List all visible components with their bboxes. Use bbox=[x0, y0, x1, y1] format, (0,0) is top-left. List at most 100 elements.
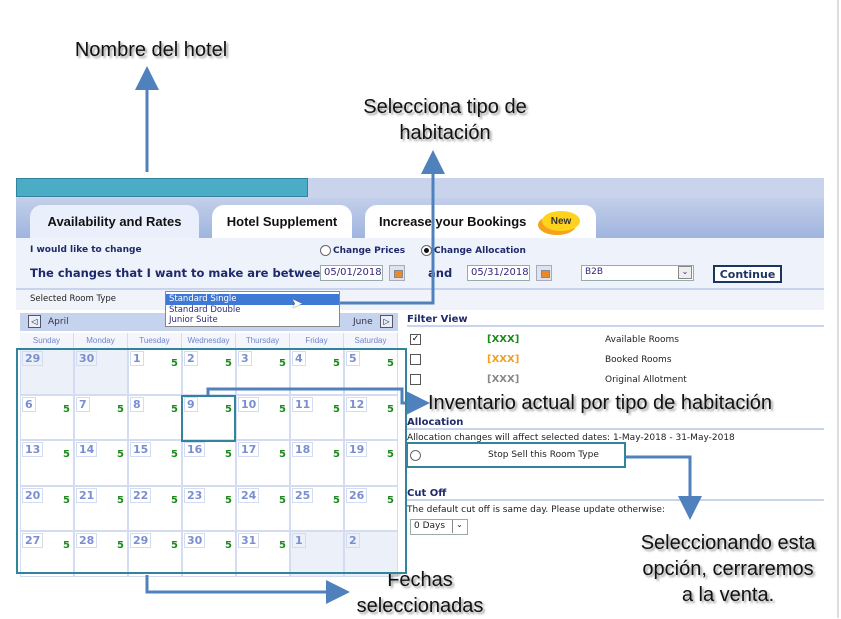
next-month-icon[interactable]: ▷ bbox=[380, 315, 393, 328]
prev-month-icon[interactable]: ◁ bbox=[28, 315, 41, 328]
day-header: Friday bbox=[290, 333, 344, 348]
room-option-standard-single[interactable]: Standard Single bbox=[166, 294, 339, 305]
change-prices-radio[interactable] bbox=[320, 245, 331, 256]
channel-select[interactable]: B2B⌄ bbox=[581, 265, 694, 281]
annotation-line: Inventario actual por bbox=[428, 392, 610, 414]
available-count: 5 bbox=[387, 449, 394, 460]
stop-sell-label: Stop Sell this Room Type bbox=[488, 450, 599, 460]
start-date-input[interactable]: 05/01/2018 bbox=[320, 265, 383, 281]
day-number: 30 bbox=[76, 351, 98, 366]
filter-checkbox[interactable]: ✓ bbox=[410, 334, 421, 345]
filter-checkbox[interactable] bbox=[410, 354, 421, 365]
day-header: Tuesday bbox=[128, 333, 182, 348]
room-option-junior-suite[interactable]: Junior Suite bbox=[169, 315, 218, 325]
cutoff-title: Cut Off bbox=[407, 488, 824, 501]
tab-hotel-supplement[interactable]: Hotel Supplement bbox=[212, 205, 352, 238]
available-count: 5 bbox=[63, 449, 70, 460]
day-number: 20 bbox=[22, 487, 44, 503]
room-type-listbox[interactable]: Standard Single Standard Double Junior S… bbox=[165, 291, 340, 327]
filter-checkbox[interactable] bbox=[410, 374, 421, 385]
calendar-day[interactable]: 30 bbox=[74, 349, 128, 395]
next-month-label[interactable]: June bbox=[353, 317, 373, 327]
available-count: 5 bbox=[117, 449, 124, 460]
dates-arrow bbox=[145, 575, 350, 604]
available-count: 5 bbox=[225, 403, 232, 415]
allocation-note: Allocation changes will affect selected … bbox=[407, 433, 735, 443]
day-number: 11 bbox=[292, 396, 314, 412]
day-number: 6 bbox=[22, 396, 36, 412]
available-count: 5 bbox=[117, 494, 124, 506]
day-number: 2 bbox=[184, 351, 198, 366]
calendar-icon[interactable] bbox=[536, 265, 552, 281]
available-count: 5 bbox=[279, 494, 286, 506]
prev-month-label[interactable]: April bbox=[48, 317, 69, 327]
stop-sell-radio[interactable] bbox=[410, 450, 421, 461]
continue-button[interactable]: Continue bbox=[713, 265, 782, 283]
calendar-day[interactable]: 29 bbox=[20, 349, 74, 395]
day-number: 1 bbox=[292, 533, 306, 548]
day-number: 4 bbox=[292, 351, 306, 366]
day-header: Thursday bbox=[236, 333, 290, 348]
channel-value: B2B bbox=[585, 267, 604, 277]
filter-code: [XXX] bbox=[487, 374, 520, 385]
day-header: Wednesday bbox=[182, 333, 236, 348]
change-allocation-radio[interactable] bbox=[421, 245, 432, 256]
available-count: 5 bbox=[117, 403, 124, 415]
calendar-day[interactable]: 21 5 bbox=[74, 485, 128, 531]
tab-availability-rates[interactable]: Availability and Rates bbox=[30, 205, 199, 238]
calendar-icon[interactable] bbox=[389, 265, 405, 281]
available-count: 5 bbox=[171, 358, 178, 369]
end-date-input[interactable]: 05/31/2018 bbox=[467, 265, 530, 281]
day-number: 21 bbox=[76, 487, 98, 503]
room-option-standard-double[interactable]: Standard Double bbox=[169, 304, 241, 315]
new-badge: New bbox=[542, 211, 580, 231]
cutoff-note: The default cut off is same day. Please … bbox=[407, 505, 665, 515]
annotation-line: habitación bbox=[399, 122, 491, 144]
cutoff-value: 0 Days bbox=[414, 521, 446, 531]
day-number: 18 bbox=[292, 442, 314, 457]
day-number: 15 bbox=[130, 442, 152, 457]
tab-label: Hotel Supplement bbox=[226, 214, 338, 229]
available-count: 5 bbox=[225, 494, 232, 506]
day-number: 7 bbox=[76, 396, 90, 412]
available-count: 5 bbox=[333, 449, 340, 460]
available-count: 5 bbox=[171, 540, 178, 551]
cutoff-select[interactable]: 0 Days⌄ bbox=[410, 519, 468, 535]
available-count: 5 bbox=[225, 540, 232, 551]
room-type-label: Selected Room Type bbox=[30, 294, 116, 304]
filter-label: Booked Rooms bbox=[605, 355, 672, 365]
annotation-line: opción, cerraremos bbox=[642, 558, 814, 580]
room-type-row bbox=[16, 290, 824, 310]
filter-code: [XXX] bbox=[487, 334, 520, 345]
calendar-day[interactable]: 18 5 bbox=[290, 440, 344, 486]
